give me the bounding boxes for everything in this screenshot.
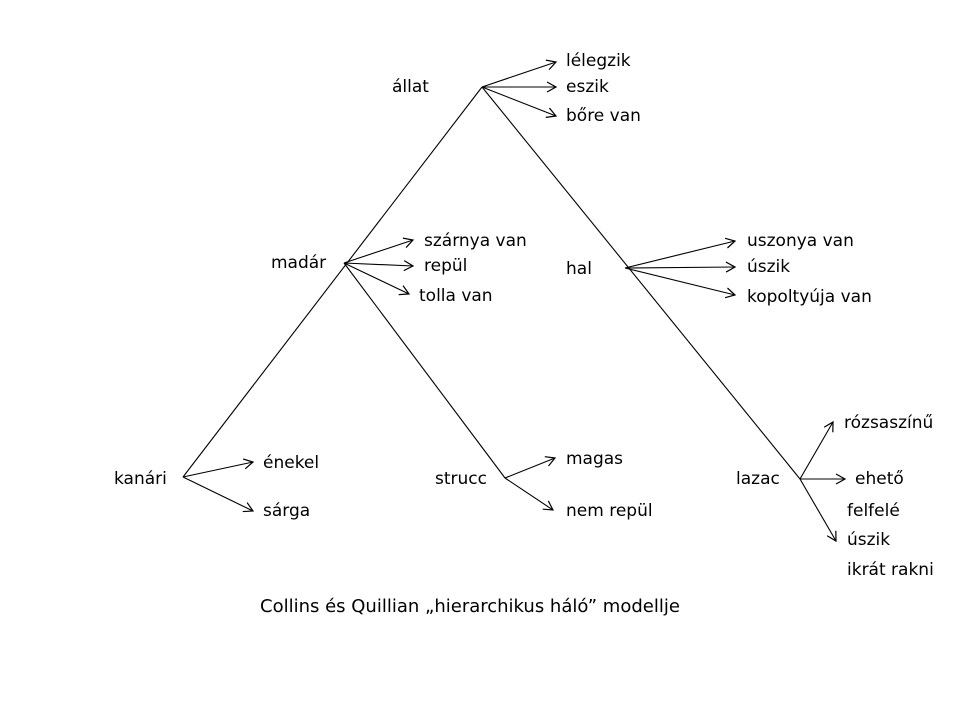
node-madar: madár (271, 253, 327, 273)
property-label: kopoltyúja van (747, 287, 872, 307)
arrow-hal-kopoltyu (624, 267, 737, 299)
property-label: magas (566, 449, 624, 469)
property-label: énekel (263, 453, 320, 473)
edge-madar-strucc (343, 262, 506, 479)
property-label: repül (424, 256, 468, 276)
property-label: felfelé (847, 501, 900, 521)
property-label: ikrát rakni (847, 560, 934, 580)
property-label: úszik (747, 257, 791, 277)
property-label: nem repül (566, 501, 653, 521)
node-allat: állat (392, 77, 429, 97)
arrow-lazac-rozsaszinu (799, 420, 834, 480)
property-label: uszonya van (747, 231, 854, 251)
arrow-kanari-enekel (182, 458, 255, 478)
node-kanari: kanári (114, 469, 167, 489)
property-label: ehető (855, 469, 904, 489)
property-label: lélegzik (566, 51, 631, 71)
arrow-madar-repul (343, 260, 415, 272)
property-label: sárga (263, 501, 311, 521)
arrow-kanari-sarga (182, 476, 255, 513)
arrow-lazac-uszik (799, 478, 837, 543)
arrow-hal-uszonya (624, 237, 737, 269)
property-label: tolla van (419, 286, 493, 306)
edge-allat-kanari (182, 86, 483, 478)
property-label: rózsaszínű (844, 413, 934, 433)
node-strucc: strucc (435, 469, 487, 489)
arrow-hal-uszik (624, 261, 737, 273)
arrow-allat-bore (481, 86, 558, 118)
property-label: bőre van (566, 106, 641, 126)
property-label: szárnya van (424, 231, 527, 251)
node-hal: hal (566, 259, 592, 279)
node-lazac: lazac (736, 469, 780, 489)
arrow-madar-szarnya (343, 237, 415, 264)
edge-allat-lazac (481, 86, 801, 480)
arrow-strucc-nemrepul (504, 477, 555, 511)
arrow-madar-tolla (343, 262, 411, 296)
property-label: úszik (847, 530, 891, 550)
arrow-allat-lelegzik (481, 59, 558, 88)
diagram-caption: Collins és Quillian „hierarchikus háló” … (260, 596, 680, 617)
arrow-strucc-magas (504, 456, 557, 479)
property-label: eszik (566, 77, 609, 97)
